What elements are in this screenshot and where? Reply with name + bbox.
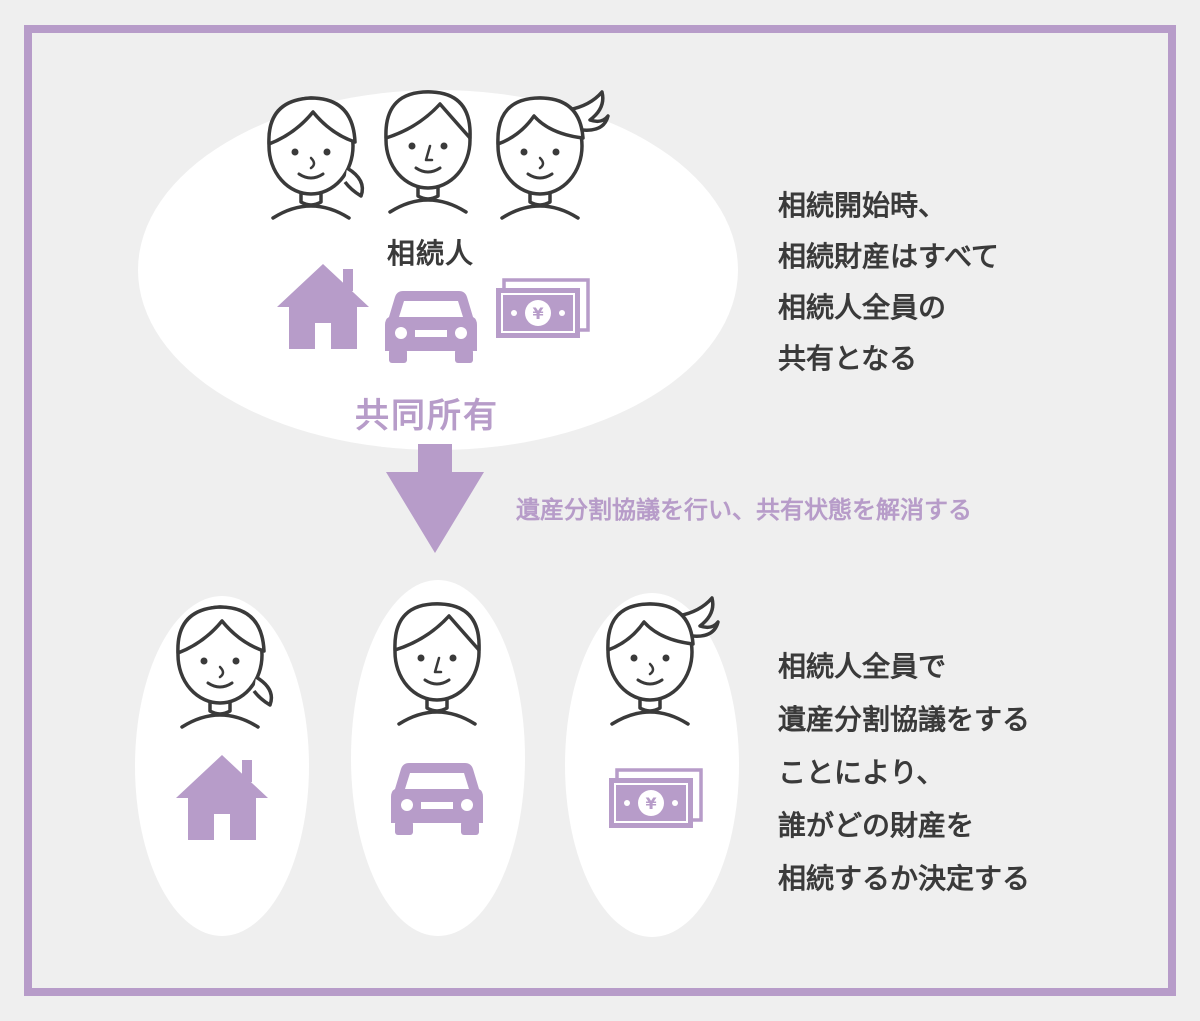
bottom-description-line: 相続人全員で (778, 650, 947, 683)
bottom-description-line: 相続するか決定する (778, 862, 1031, 895)
yen-cash-icon (494, 278, 590, 340)
top-description-line: 共有となる (778, 342, 918, 375)
yen-cash-icon (607, 768, 703, 830)
bottom-bubble-3 (565, 593, 739, 937)
down-arrow-icon (386, 444, 484, 553)
bottom-description-line: 誰がどの財産を (778, 809, 975, 842)
bottom-description-line: 遺産分割協議をする (778, 703, 1031, 736)
co-ownership-label: 共同所有 (355, 396, 499, 436)
top-description-line: 相続開始時、 (778, 189, 947, 222)
top-description-line: 相続財産はすべて (778, 240, 999, 273)
bottom-bubble-2 (351, 580, 525, 936)
top-description: 相続開始時、 相続財産はすべて 相続人全員の 共有となる (778, 180, 999, 384)
heirs-label: 相続人 (387, 237, 475, 270)
arrow-caption: 遺産分割協議を行い、共有状態を解消する (516, 496, 972, 524)
top-description-line: 相続人全員の (778, 291, 947, 324)
bottom-description: 相続人全員で 遺産分割協議をする ことにより、 誰がどの財産を 相続するか決定す… (778, 640, 1030, 905)
bottom-description-line: ことにより、 (778, 756, 945, 789)
